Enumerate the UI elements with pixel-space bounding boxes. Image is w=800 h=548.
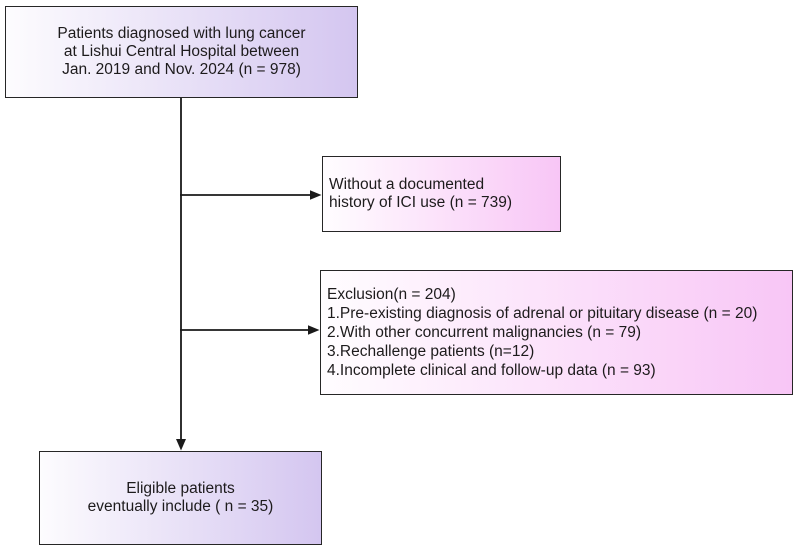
- box-text-line: 3.Rechallenge patients (n=12): [327, 343, 535, 360]
- box-text-line: Without a documented: [329, 176, 485, 193]
- box-exclusion-criteria: Exclusion(n = 204) 1.Pre-existing diagno…: [320, 270, 793, 395]
- box-text-line: Eligible patients: [126, 480, 235, 497]
- arrow-down-to-eligible-icon: [176, 439, 186, 451]
- box-text-line: eventually include ( n = 35): [87, 498, 274, 515]
- box-text-line: Exclusion(n = 204): [327, 286, 456, 303]
- box-text-line: history of ICI use (n = 739): [329, 194, 513, 211]
- arrow-right-to-exclusion-icon: [308, 325, 320, 335]
- box-text-line: Jan. 2019 and Nov. 2024 (n = 978): [62, 61, 301, 78]
- box-patients-diagnosed: Patients diagnosed with lung cancer at L…: [5, 6, 358, 98]
- box-text-line: 2.With other concurrent malignancies (n …: [327, 324, 642, 341]
- arrow-right-to-no-ici-icon: [310, 190, 322, 200]
- box-text-line: 4.Incomplete clinical and follow-up data…: [327, 362, 656, 379]
- box-without-ici-use: Without a documented history of ICI use …: [322, 156, 561, 232]
- box-text-line: 1.Pre-existing diagnosis of adrenal or p…: [327, 305, 758, 322]
- box-text-line: at Lishui Central Hospital between: [63, 43, 300, 60]
- box-text-line: Patients diagnosed with lung cancer: [57, 25, 306, 42]
- box-eligible-patients: Eligible patients eventually include ( n…: [39, 451, 322, 545]
